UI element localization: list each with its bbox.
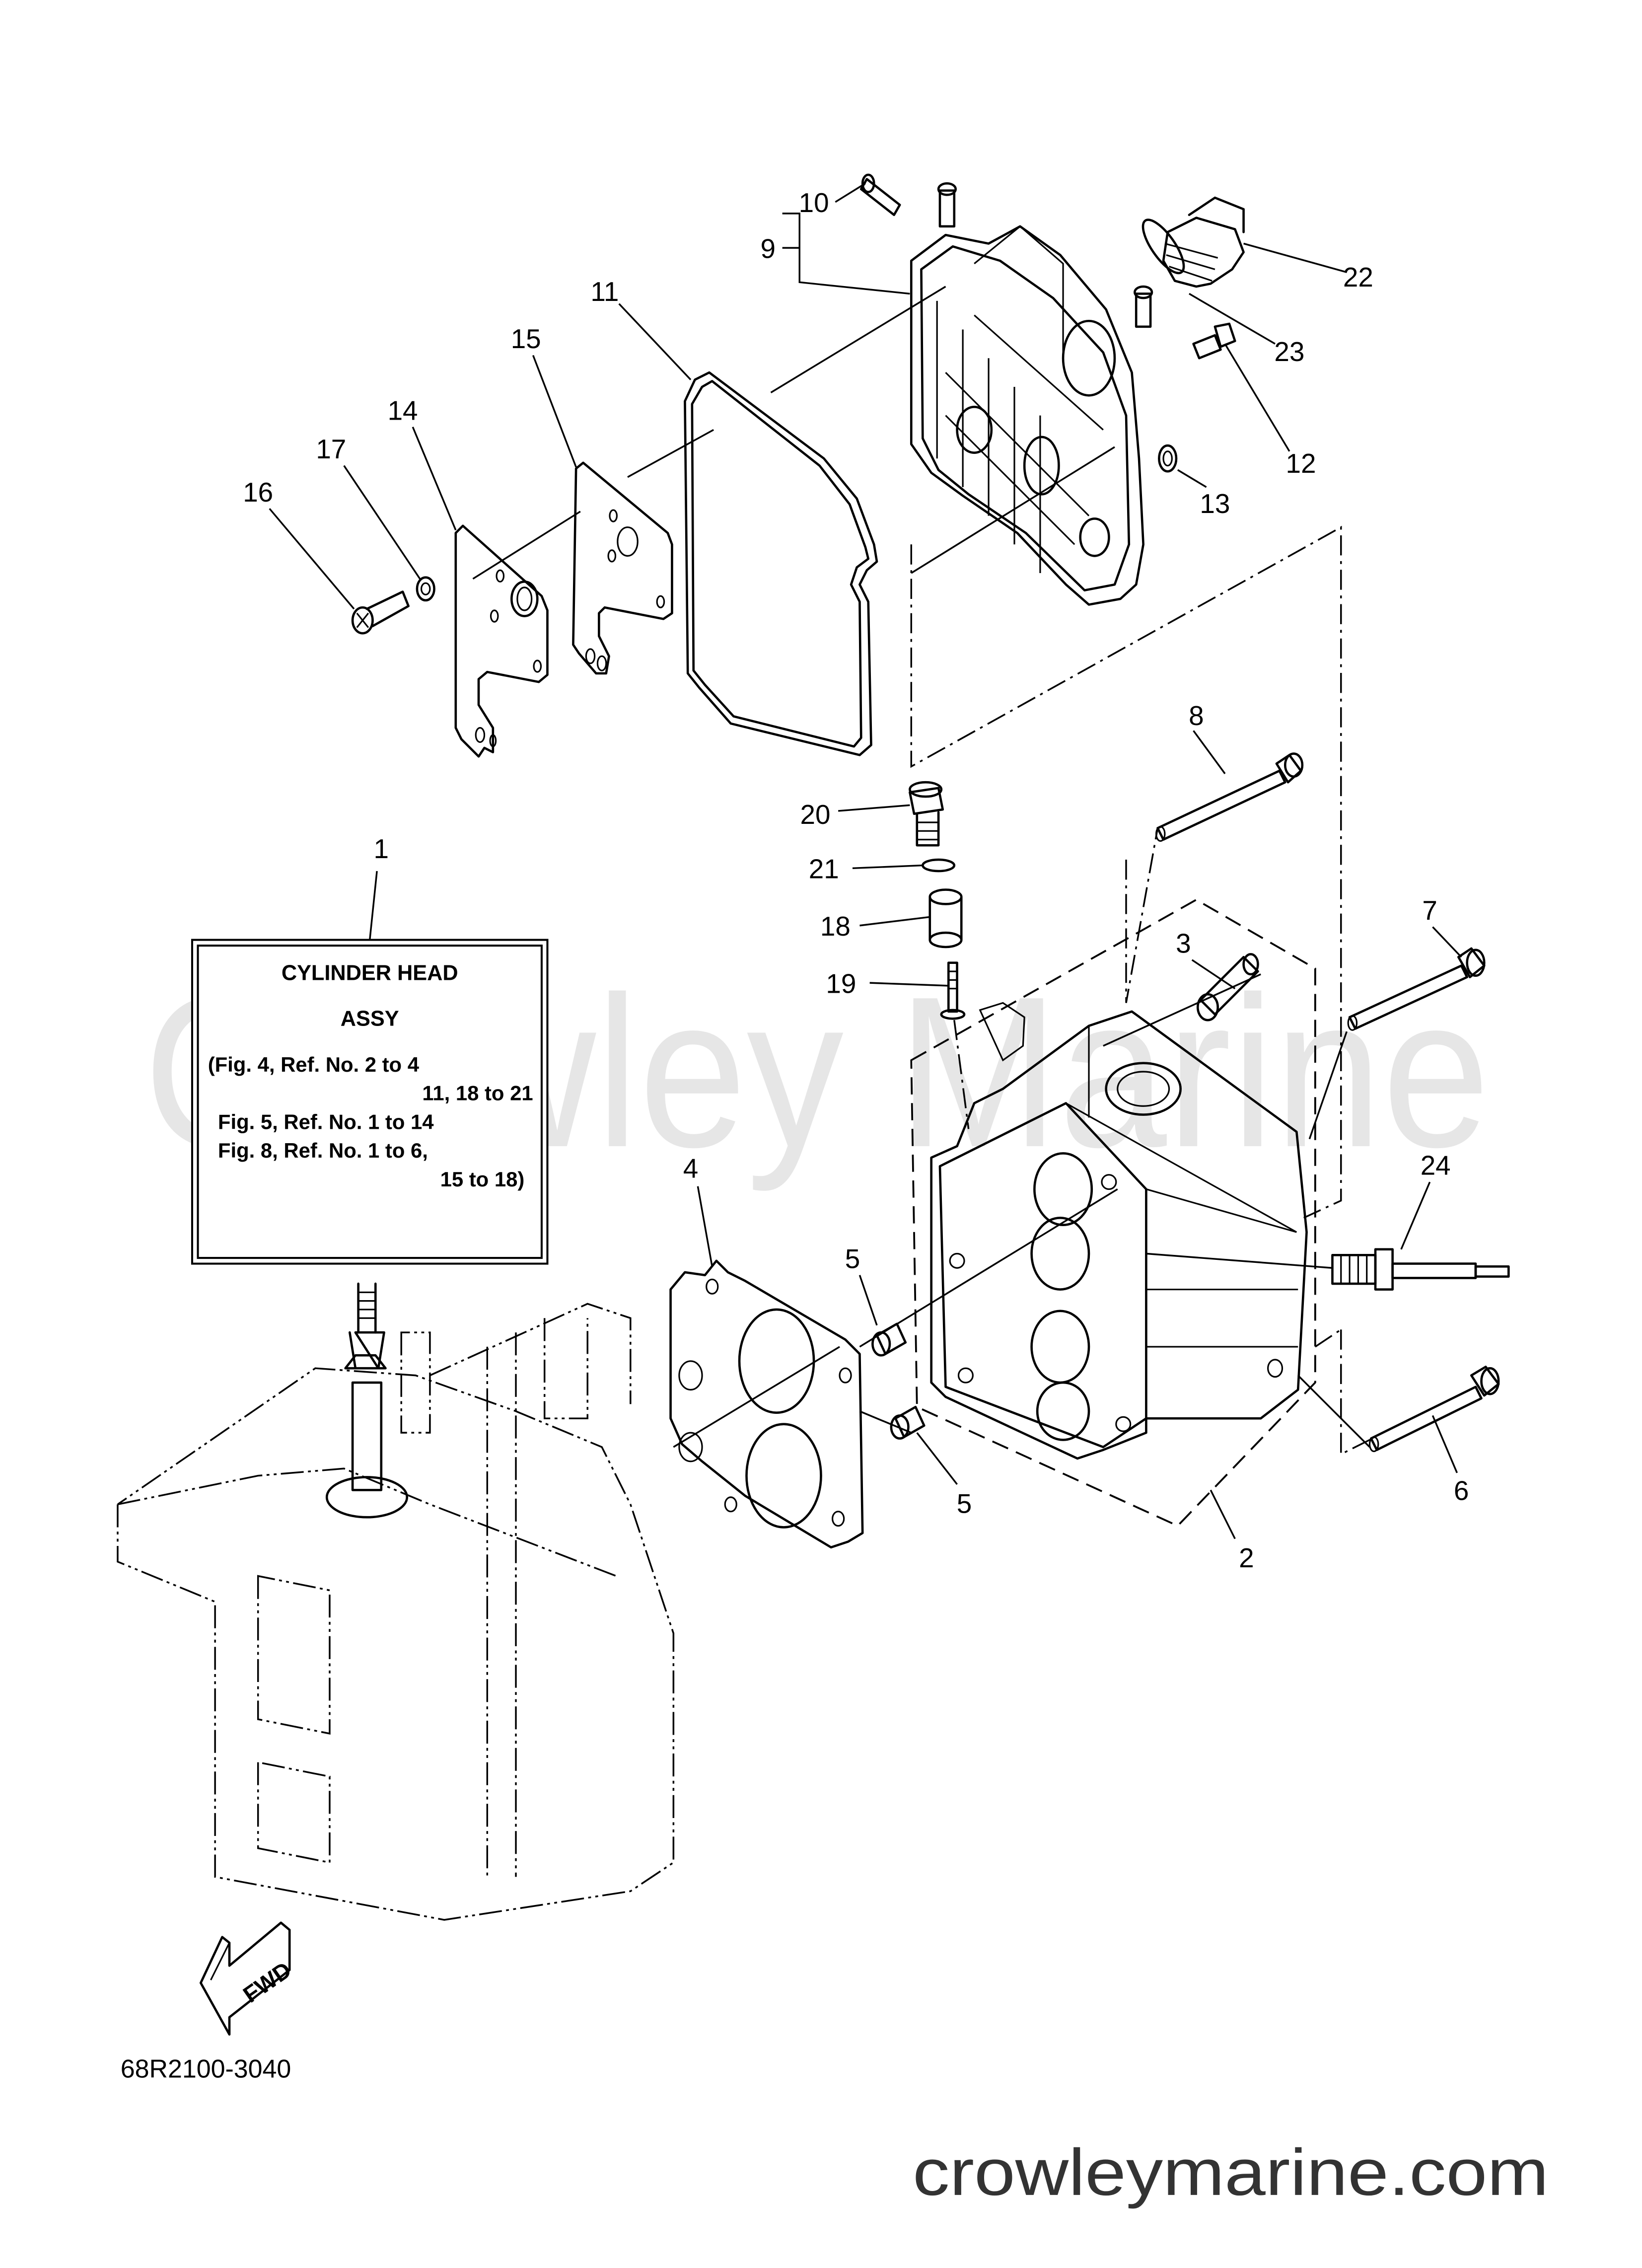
o-ring-21 bbox=[922, 858, 956, 873]
callout-5b[interactable]: 5 bbox=[957, 1488, 972, 1519]
callout-6[interactable]: 6 bbox=[1454, 1475, 1469, 1506]
oil-filler-cap bbox=[1162, 196, 1245, 288]
fwd-arrow-icon: FWD bbox=[199, 1921, 296, 2036]
info-box-ref-line3: Fig. 5, Ref. No. 1 to 14 bbox=[218, 1110, 434, 1133]
callout-labels: 10 9 22 11 23 15 14 17 12 16 13 8 20 21 … bbox=[243, 187, 1469, 1573]
cover-gasket bbox=[684, 371, 878, 756]
info-box: CYLINDER HEAD ASSY (Fig. 4, Ref. No. 2 t… bbox=[191, 939, 549, 1265]
callout-5a[interactable]: 5 bbox=[845, 1243, 860, 1274]
callout-2[interactable]: 2 bbox=[1239, 1542, 1254, 1573]
callout-20[interactable]: 20 bbox=[800, 799, 830, 830]
website-url[interactable]: crowleymarine.com bbox=[913, 2136, 1549, 2209]
bolt-7 bbox=[1347, 947, 1486, 1031]
callout-3[interactable]: 3 bbox=[1176, 928, 1191, 959]
callout-10[interactable]: 10 bbox=[799, 187, 829, 218]
callout-15[interactable]: 15 bbox=[511, 323, 541, 354]
callout-11[interactable]: 11 bbox=[590, 276, 619, 307]
gasket-plate-15 bbox=[572, 461, 673, 675]
callout-13[interactable]: 13 bbox=[1200, 488, 1230, 519]
callout-1[interactable]: 1 bbox=[374, 833, 389, 864]
callout-4[interactable]: 4 bbox=[683, 1153, 698, 1183]
cylinder-head bbox=[910, 898, 1316, 1527]
info-box-ref-line1: (Fig. 4, Ref. No. 2 to 4 bbox=[208, 1053, 420, 1076]
callout-9[interactable]: 9 bbox=[761, 233, 776, 264]
callout-23[interactable]: 23 bbox=[1274, 336, 1304, 367]
cover-plate-14 bbox=[454, 524, 549, 758]
collar-18 bbox=[928, 888, 963, 949]
callout-12[interactable]: 12 bbox=[1286, 448, 1316, 479]
leader-lines bbox=[269, 182, 1462, 1539]
callout-7[interactable]: 7 bbox=[1422, 895, 1437, 926]
guide-3 bbox=[1196, 953, 1259, 1022]
callout-16[interactable]: 16 bbox=[243, 477, 273, 508]
info-box-title-line1: CYLINDER HEAD bbox=[282, 961, 458, 985]
spark-plug-24 bbox=[1331, 1248, 1510, 1291]
fwd-label: FWD bbox=[238, 1957, 296, 2008]
o-ring-23 bbox=[1142, 219, 1185, 275]
stud-19 bbox=[940, 961, 966, 1020]
washer-17 bbox=[416, 576, 435, 602]
callout-22[interactable]: 22 bbox=[1343, 262, 1373, 293]
bolt-6 bbox=[1368, 1366, 1500, 1453]
engine-block bbox=[117, 1282, 675, 1921]
callout-17[interactable]: 17 bbox=[316, 434, 346, 464]
cylinder-head-cover bbox=[910, 182, 1153, 606]
bolt-12 bbox=[1192, 322, 1236, 360]
washer-13 bbox=[1158, 444, 1178, 473]
dowel-pin-5b bbox=[890, 1405, 926, 1440]
callout-8[interactable]: 8 bbox=[1189, 700, 1204, 731]
info-box-ref-line4: Fig. 8, Ref. No. 1 to 6, bbox=[218, 1139, 428, 1162]
callout-19[interactable]: 19 bbox=[826, 968, 856, 999]
screw-16 bbox=[351, 590, 410, 635]
info-box-title-line2: ASSY bbox=[341, 1007, 399, 1031]
callout-14[interactable]: 14 bbox=[388, 395, 418, 426]
head-gasket-4 bbox=[669, 1259, 864, 1549]
part-number: 68R2100-3040 bbox=[121, 2054, 291, 2083]
info-box-ref-line5: 15 to 18) bbox=[440, 1168, 525, 1191]
info-box-ref-line2: 11, 18 to 21 bbox=[422, 1082, 533, 1105]
pin-10 bbox=[859, 173, 901, 217]
callout-21[interactable]: 21 bbox=[809, 854, 839, 884]
bolt-8 bbox=[1155, 752, 1304, 842]
callout-18[interactable]: 18 bbox=[820, 911, 851, 942]
callout-24[interactable]: 24 bbox=[1421, 1150, 1451, 1181]
plug-20 bbox=[909, 781, 944, 847]
